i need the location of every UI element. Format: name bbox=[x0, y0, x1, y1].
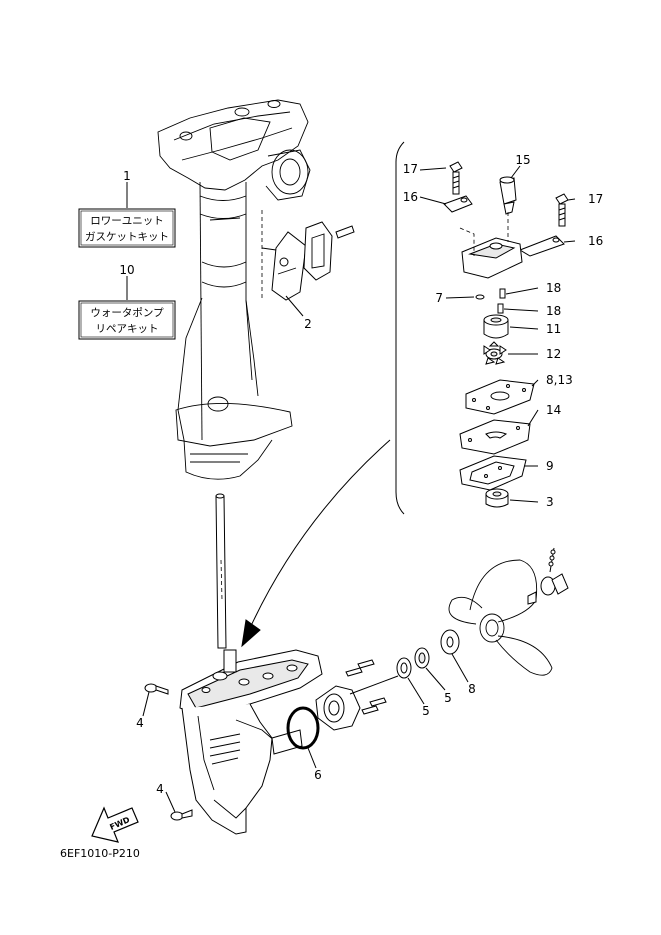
propeller-shaft-housing bbox=[315, 659, 399, 731]
callout-12: 12 bbox=[546, 347, 561, 361]
pin-part-7 bbox=[475, 294, 485, 300]
diagram-code: 6EF1010-P210 bbox=[60, 847, 140, 860]
kit-label-line1: ウォータポンプ bbox=[90, 307, 164, 319]
lower-unit-gasket-kit-box: ロワーユニット ガスケットキット bbox=[78, 208, 176, 248]
callout-18-lower: 18 bbox=[546, 304, 561, 318]
kit-label-line1: ロワーユニット bbox=[90, 215, 164, 227]
washer-part-8 bbox=[440, 629, 460, 655]
detail-reference-arrow bbox=[241, 439, 391, 648]
callout-17-right: 17 bbox=[588, 192, 603, 206]
kit-label-line2: リペアキット bbox=[96, 323, 159, 335]
oil-seal-part-5a bbox=[396, 657, 412, 679]
callout-15: 15 bbox=[515, 153, 530, 167]
outer-plate-part-14 bbox=[459, 419, 531, 455]
callout-16-left: 16 bbox=[403, 190, 418, 204]
impeller-part-12 bbox=[483, 341, 507, 365]
pin-part-18-upper bbox=[499, 288, 506, 299]
bolt-part-17-right bbox=[555, 193, 569, 227]
callout-16-right: 16 bbox=[588, 234, 603, 248]
callout-18-upper: 18 bbox=[546, 281, 561, 295]
callout-1: 1 bbox=[123, 169, 131, 183]
nipple-part-15 bbox=[499, 176, 517, 215]
callout-numbers: 1 10 2 17 16 15 17 16 7 18 18 11 12 8,13… bbox=[119, 153, 603, 796]
bracket-part-16-right bbox=[518, 235, 565, 257]
callout-3: 3 bbox=[546, 495, 554, 509]
callout-14: 14 bbox=[546, 403, 561, 417]
callout-5-right: 5 bbox=[444, 691, 452, 705]
callout-2: 2 bbox=[304, 317, 312, 331]
water-pump-detail-inset bbox=[395, 141, 405, 515]
pump-housing bbox=[459, 212, 523, 279]
callout-6: 6 bbox=[314, 768, 322, 782]
bolt-part-17-left bbox=[449, 161, 463, 195]
kit-label-line2: ガスケットキット bbox=[85, 231, 169, 243]
callout-8: 8 bbox=[468, 682, 476, 696]
gasket-part-9 bbox=[459, 455, 527, 491]
callout-4-lower: 4 bbox=[156, 782, 164, 796]
oil-seal-part-5b bbox=[414, 647, 430, 669]
callout-5-left: 5 bbox=[422, 704, 430, 718]
callout-9: 9 bbox=[546, 459, 554, 473]
callout-7: 7 bbox=[435, 291, 443, 305]
drive-shaft bbox=[215, 493, 227, 649]
callout-17-left: 17 bbox=[403, 162, 418, 176]
callout-4-upper: 4 bbox=[136, 716, 144, 730]
bracket-part-16-left bbox=[443, 195, 473, 213]
water-pump-repair-kit-box: ウォータポンプ リペアキット bbox=[78, 300, 176, 340]
o-ring-part-6 bbox=[286, 706, 320, 750]
oil-seal-part-3 bbox=[485, 488, 509, 508]
fwd-direction-arrow: FWD bbox=[91, 806, 139, 843]
pin-part-18-lower bbox=[497, 303, 504, 314]
propeller bbox=[448, 547, 569, 676]
gasket-plate-part-2 bbox=[261, 221, 355, 301]
gasket-part-8-13 bbox=[465, 379, 535, 415]
callout-8-13: 8,13 bbox=[546, 373, 573, 387]
drain-screw-part-4-lower bbox=[170, 809, 193, 821]
drain-screw-part-4-upper bbox=[144, 683, 169, 695]
upper-casing-outline bbox=[157, 99, 311, 480]
gear-case-body bbox=[179, 649, 323, 835]
insert-cartridge-part-11 bbox=[483, 314, 509, 339]
leader-lines bbox=[126, 165, 576, 813]
callout-11: 11 bbox=[546, 322, 561, 336]
callout-10: 10 bbox=[119, 263, 134, 277]
